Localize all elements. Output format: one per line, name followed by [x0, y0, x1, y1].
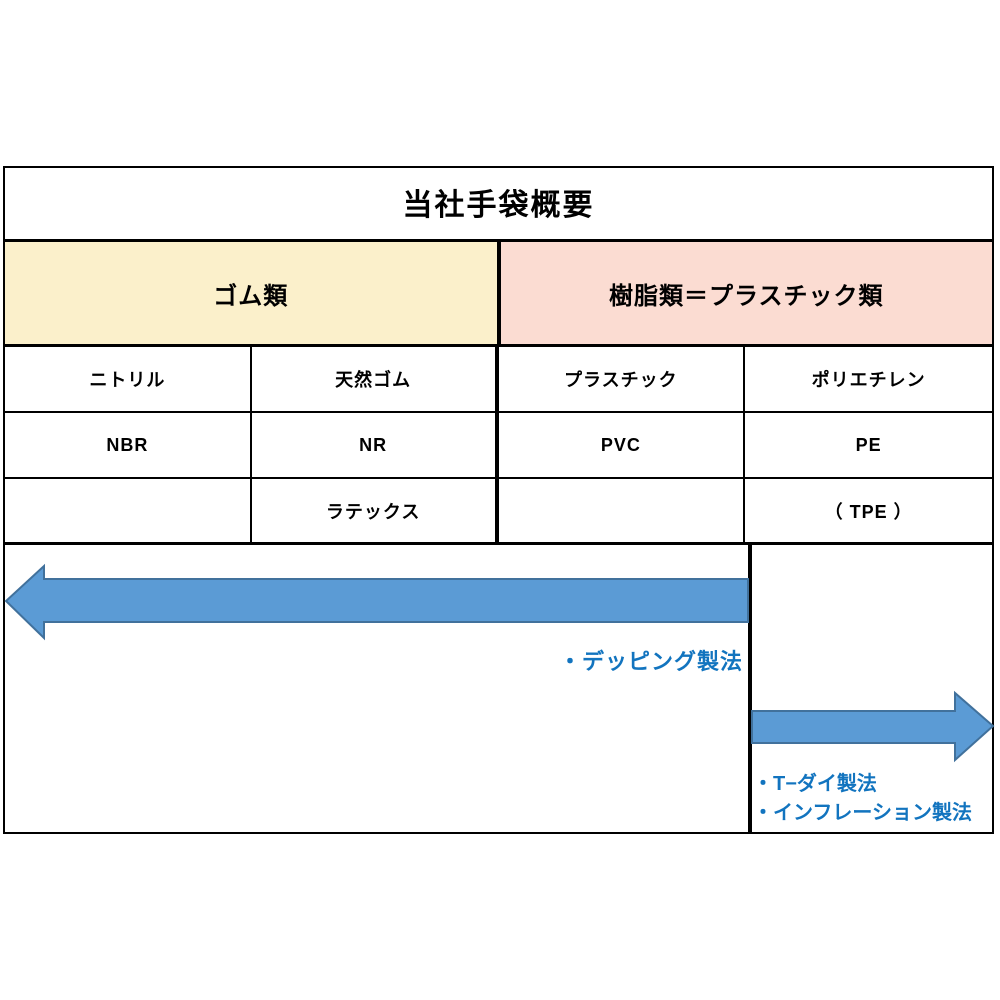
table-row: ニトリル 天然ゴム プラスチック ポリエチレン	[5, 347, 992, 413]
page-title: 当社手袋概要	[5, 168, 992, 242]
cell-nr: NR	[252, 413, 499, 477]
process-zone-divider	[748, 545, 752, 832]
table-row: NBR NR PVC PE	[5, 413, 992, 479]
cell-empty	[5, 479, 252, 542]
t-die-process-label: ・T−ダイ製法	[753, 773, 877, 795]
overview-table: 当社手袋概要 ゴム類 樹脂類＝プラスチック類 ニトリル 天然ゴム プラスチック …	[3, 166, 994, 834]
extrusion-process-labels: ・T−ダイ製法 ・インフレーション製法	[753, 770, 972, 828]
cell-plastic: プラスチック	[499, 347, 746, 411]
cell-nbr: NBR	[5, 413, 252, 477]
category-plastic: 樹脂類＝プラスチック類	[500, 242, 992, 344]
cell-natural-rubber: 天然ゴム	[252, 347, 499, 411]
material-grid: ニトリル 天然ゴム プラスチック ポリエチレン NBR NR PVC PE ラテ…	[5, 347, 992, 545]
cell-nitrile: ニトリル	[5, 347, 252, 411]
cell-latex: ラテックス	[252, 479, 499, 542]
category-rubber: ゴム類	[5, 242, 501, 344]
category-header-row: ゴム類 樹脂類＝プラスチック類	[5, 242, 992, 347]
process-zone	[5, 545, 992, 832]
cell-empty	[499, 479, 746, 542]
inflation-process-label: ・インフレーション製法	[753, 802, 972, 824]
cell-pvc: PVC	[499, 413, 746, 477]
dipping-process-label: ・デッピング製法	[558, 649, 743, 674]
cell-tpe: （ TPE ）	[824, 501, 913, 522]
cell-pe: PE	[855, 434, 882, 455]
table-row: ラテックス （ TPE ）	[5, 479, 992, 545]
cell-polyethylene: ポリエチレン	[811, 370, 926, 390]
